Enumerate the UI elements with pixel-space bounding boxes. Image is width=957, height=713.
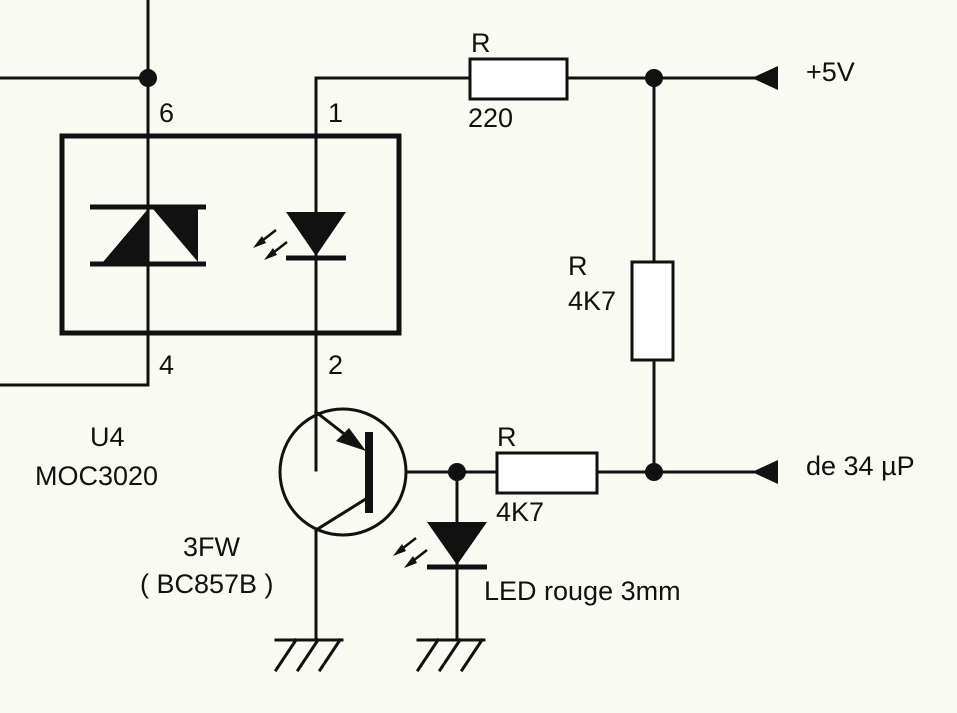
rbase-ref-label: R <box>497 422 517 452</box>
junction-dot-icon <box>645 463 663 481</box>
pin-6-label: 6 <box>159 98 174 128</box>
junction-dot-icon <box>645 69 663 87</box>
supply-port-label: +5V <box>806 57 855 87</box>
led-icon <box>286 212 346 261</box>
port-arrow-icon <box>752 460 778 484</box>
light-emission-arrows-icon <box>393 537 428 568</box>
junction-dot-icon <box>448 463 466 481</box>
port-arrow-icon <box>752 66 778 90</box>
triac-icon <box>90 204 206 267</box>
r220-value-label: 220 <box>468 103 513 133</box>
transistor-part-label: ( BC857B ) <box>140 569 274 599</box>
rpullup-value-label: 4K7 <box>568 286 616 316</box>
optocoupler-package <box>59 133 402 336</box>
r220-ref-label: R <box>471 28 491 58</box>
indicator-led-label: LED rouge 3mm <box>484 576 681 606</box>
optocoupler-part: MOC3020 <box>35 461 158 491</box>
resistor-icon <box>495 451 599 495</box>
transistor-code-label: 3FW <box>183 532 241 562</box>
light-emission-arrows-icon <box>253 229 288 260</box>
pin-2-label: 2 <box>328 350 343 380</box>
led-icon <box>427 522 487 570</box>
optocoupler-reference: U4 <box>90 422 125 452</box>
supply-rail-wires <box>565 76 762 474</box>
junction-dot-icon <box>139 69 157 87</box>
pin-4-label: 4 <box>159 350 174 380</box>
resistor-icon <box>468 57 569 101</box>
pin-1-label: 1 <box>328 98 343 128</box>
rbase-value-label: 4K7 <box>496 497 544 527</box>
rpullup-ref-label: R <box>568 251 588 281</box>
ground-icon <box>415 637 486 673</box>
resistor-icon <box>630 260 675 362</box>
triac-side-wires <box>0 0 150 387</box>
ground-icon <box>273 637 344 673</box>
input-port-label: de 34 µP <box>806 451 915 481</box>
pnp-transistor-icon <box>278 407 408 642</box>
